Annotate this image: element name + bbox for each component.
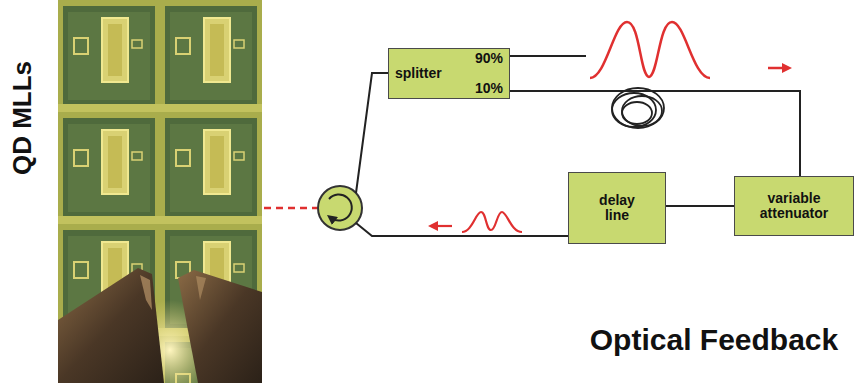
probe-highlight — [196, 276, 206, 300]
vertical-label: QD MLLs — [5, 43, 39, 193]
process-box: delay line — [568, 172, 666, 244]
coil-loop — [622, 102, 652, 124]
box-text: variable attenuator — [744, 191, 844, 221]
fiber-connector — [666, 205, 734, 207]
box-text: 90% — [475, 51, 503, 66]
pulse-train — [590, 22, 710, 78]
direction-arrow — [436, 225, 452, 227]
coil-loop — [612, 88, 664, 128]
circulator-arrow — [329, 195, 352, 221]
probe-tip — [178, 270, 262, 383]
process-box: 90% splitter 10% — [388, 48, 510, 99]
coil-loop — [622, 96, 662, 126]
direction-arrowhead — [782, 63, 792, 73]
box-text: delay line — [586, 193, 648, 223]
fiber-connector — [510, 91, 800, 176]
probe-highlight — [140, 275, 152, 310]
feedback-pulses — [462, 212, 522, 232]
process-box: variable attenuator — [734, 176, 854, 236]
box-text: 10% — [475, 81, 503, 96]
fiber-coil — [612, 88, 664, 128]
box-text: splitter — [395, 66, 442, 81]
fiber-line — [356, 73, 388, 193]
section-label: Optical Feedback — [583, 320, 845, 360]
direction-arrowhead — [428, 221, 438, 231]
output-line — [510, 55, 586, 57]
chip-photo — [58, 0, 262, 383]
fiber-line — [356, 223, 568, 236]
direction-arrow — [768, 67, 784, 70]
coupling-line — [264, 207, 317, 210]
probe-tip — [58, 268, 164, 383]
